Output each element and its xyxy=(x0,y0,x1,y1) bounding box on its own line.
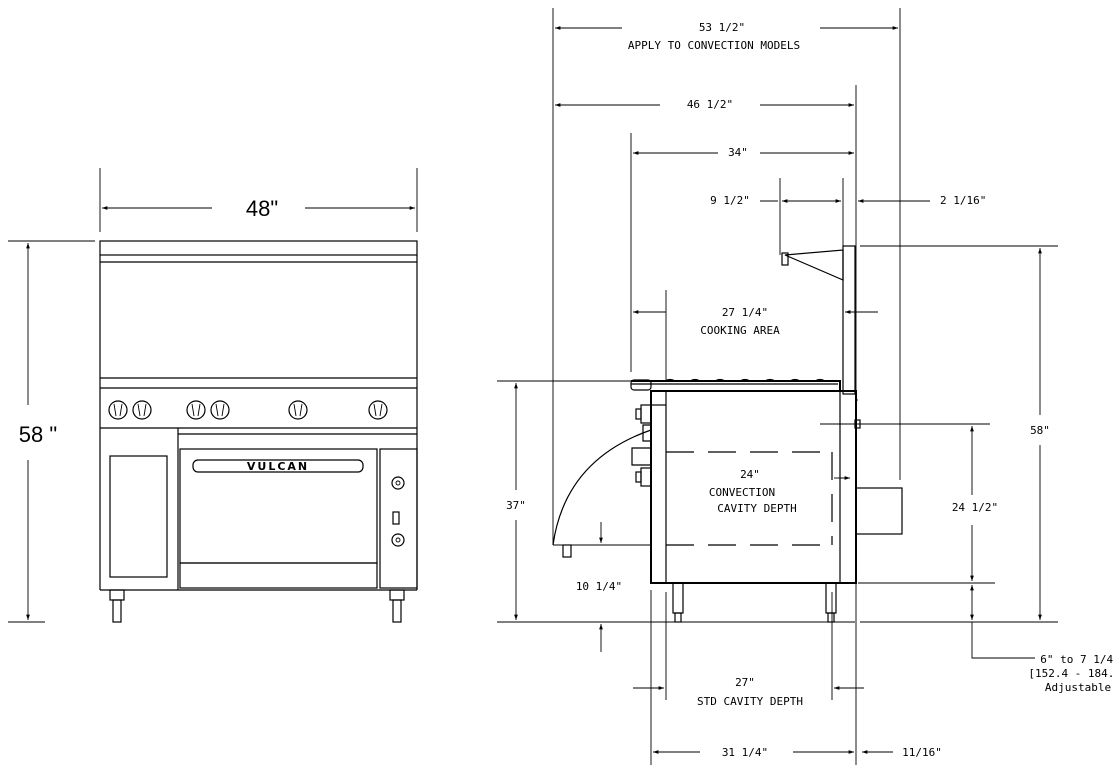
dim-height: 58" xyxy=(1030,424,1050,437)
cooking-area-label: COOKING AREA xyxy=(700,324,780,337)
side-view: 53 1/2" APPLY TO CONVECTION MODELS 46 1/… xyxy=(497,8,1113,765)
convection-cavity-label-2: CAVITY DEPTH xyxy=(717,502,796,515)
legs-adjustable: Adjustable xyxy=(1045,681,1111,694)
oven-handle xyxy=(192,459,364,473)
dim-oven-height: 24 1/2" xyxy=(952,501,998,514)
brand-logo: VULCAN xyxy=(247,460,309,473)
front-width-label: 48" xyxy=(246,196,278,221)
dim-depth-34: 34" xyxy=(728,146,748,159)
dim-shelf: 9 1/2" xyxy=(710,194,750,207)
cabinet-door xyxy=(109,455,168,578)
convection-note: APPLY TO CONVECTION MODELS xyxy=(628,39,800,52)
front-height-label: 58 " xyxy=(19,422,57,447)
dim-legs: 6" to 7 1/4" xyxy=(1040,653,1113,666)
dim-cooking-area: 27 1/4" xyxy=(722,306,768,319)
front-view: 48" 58 " VULCAN xyxy=(8,168,418,623)
dim-overall: 46 1/2" xyxy=(687,98,733,111)
dim-rear: 11/16" xyxy=(902,746,942,759)
dim-convection-cavity: 24" xyxy=(740,468,760,481)
dim-body-depth: 31 1/4" xyxy=(722,746,768,759)
dim-legs-metric: [152.4 - 184.2] xyxy=(1028,667,1113,680)
dim-overall-convection: 53 1/2" xyxy=(699,21,745,34)
dim-door-clearance: 10 1/4" xyxy=(576,580,622,593)
dim-std-cavity: 27" xyxy=(735,676,755,689)
dim-backsplash: 2 1/16" xyxy=(940,194,986,207)
convection-cavity-label-1: CONVECTION xyxy=(709,486,775,499)
control-knobs xyxy=(108,400,388,420)
std-cavity-label: STD CAVITY DEPTH xyxy=(697,695,803,708)
dim-work-height: 37" xyxy=(506,499,526,512)
